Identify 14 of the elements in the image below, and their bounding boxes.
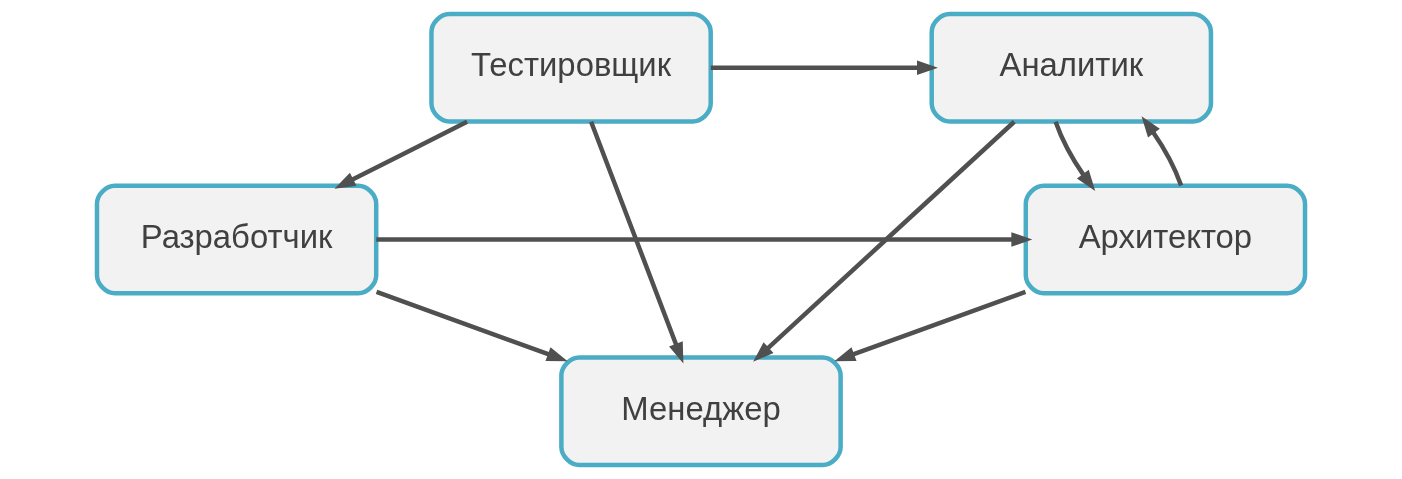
node-box: Разработчик bbox=[94, 183, 379, 296]
arrow bbox=[589, 120, 684, 364]
node-box: Менеджер bbox=[559, 355, 843, 468]
arrow bbox=[753, 120, 1016, 362]
arrow bbox=[834, 289, 1027, 362]
node-box: Тестировщик bbox=[429, 11, 713, 124]
node-box: Аналитик bbox=[929, 11, 1214, 124]
arrow bbox=[376, 232, 1033, 247]
arrow bbox=[710, 60, 938, 76]
node-box: Архитектор bbox=[1023, 183, 1308, 296]
arrow bbox=[375, 289, 568, 362]
arrow bbox=[334, 119, 469, 189]
arrow bbox=[1141, 116, 1184, 187]
arrow bbox=[1053, 120, 1096, 192]
